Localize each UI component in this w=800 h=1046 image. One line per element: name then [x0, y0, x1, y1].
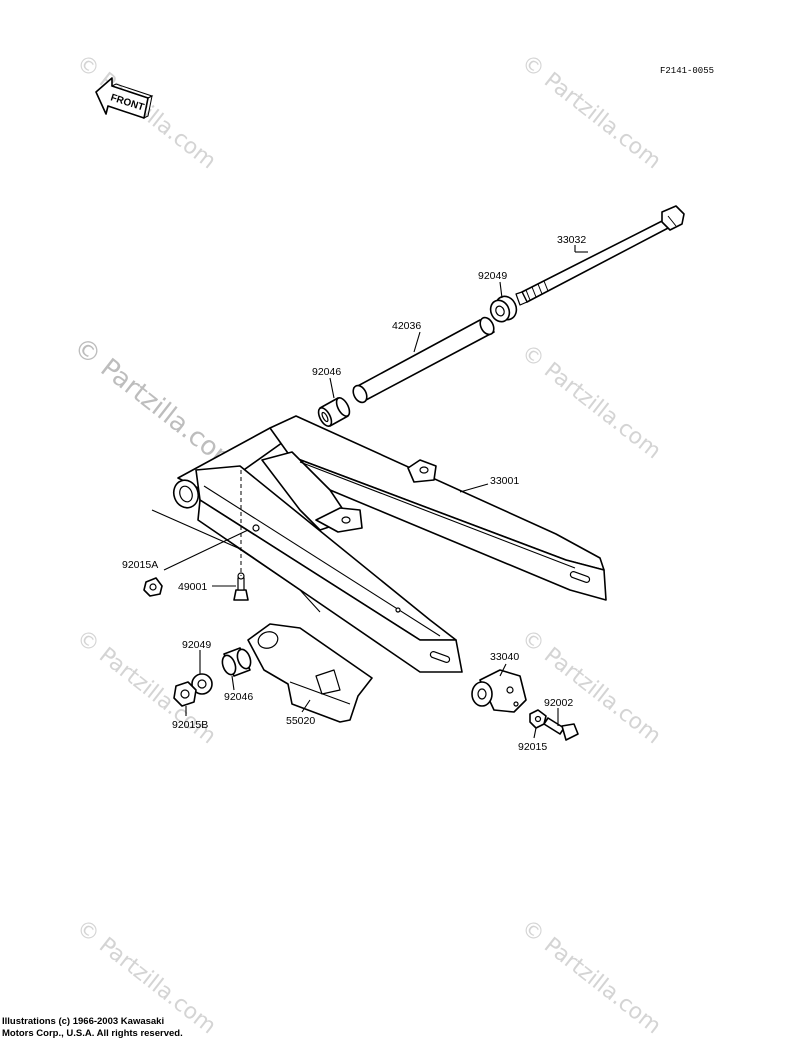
watermark-5: © Partzilla.com: [516, 625, 665, 749]
grease-fitting-49001: [233, 572, 249, 601]
part-label-92046-upper: 92046: [312, 366, 341, 378]
part-label-49001: 49001: [178, 581, 207, 593]
diagram-ref-label: F2141-0055: [660, 66, 714, 76]
bolt-92002: [543, 717, 579, 741]
bearing-92046-lower: [221, 647, 252, 677]
nut-92015a: [143, 577, 163, 597]
copyright-notice: Illustrations (c) 1966-2003 Kawasaki Mot…: [2, 1016, 183, 1040]
swingarm-33001: [172, 415, 607, 673]
part-label-42036: 42036: [392, 320, 421, 332]
front-arrow-icon: FRONT: [95, 77, 154, 119]
part-label-92049-lower: 92049: [182, 639, 211, 651]
part-label-92046-lower: 92046: [224, 691, 253, 703]
part-label-92015: 92015: [518, 741, 547, 753]
nut-92015: [529, 709, 547, 729]
part-labels: 33032 92049 42036 92046 33001 92015A 490…: [122, 234, 586, 753]
part-label-33001: 33001: [490, 475, 519, 487]
collar-92049-lower: [191, 673, 213, 695]
part-label-33032: 33032: [557, 234, 586, 246]
part-label-92049-upper: 92049: [478, 270, 507, 282]
leader-lines: [151, 245, 588, 739]
copyright-line-2: Motors Corp., U.S.A. All rights reserved…: [2, 1028, 183, 1039]
chain-adjuster-33040: [471, 669, 527, 713]
bearing-92046-upper: [317, 397, 351, 427]
watermark-7: © Partzilla.com: [516, 915, 665, 1039]
chain-guide-55020: [247, 623, 373, 723]
pivot-shaft-33032: [515, 205, 685, 306]
sleeve-42036: [352, 316, 495, 404]
nut-92015b: [173, 681, 197, 707]
collar-92049-upper: [489, 295, 518, 323]
part-label-33040: 33040: [490, 651, 519, 663]
part-label-92002: 92002: [544, 697, 573, 709]
watermark-2: © Partzilla.com: [516, 50, 665, 174]
copyright-line-1: Illustrations (c) 1966-2003 Kawasaki: [2, 1016, 165, 1027]
part-label-92015b: 92015B: [172, 719, 208, 731]
part-label-55020: 55020: [286, 715, 315, 727]
part-label-92015a: 92015A: [122, 559, 158, 571]
watermark-3: © Partzilla.com: [516, 340, 665, 464]
